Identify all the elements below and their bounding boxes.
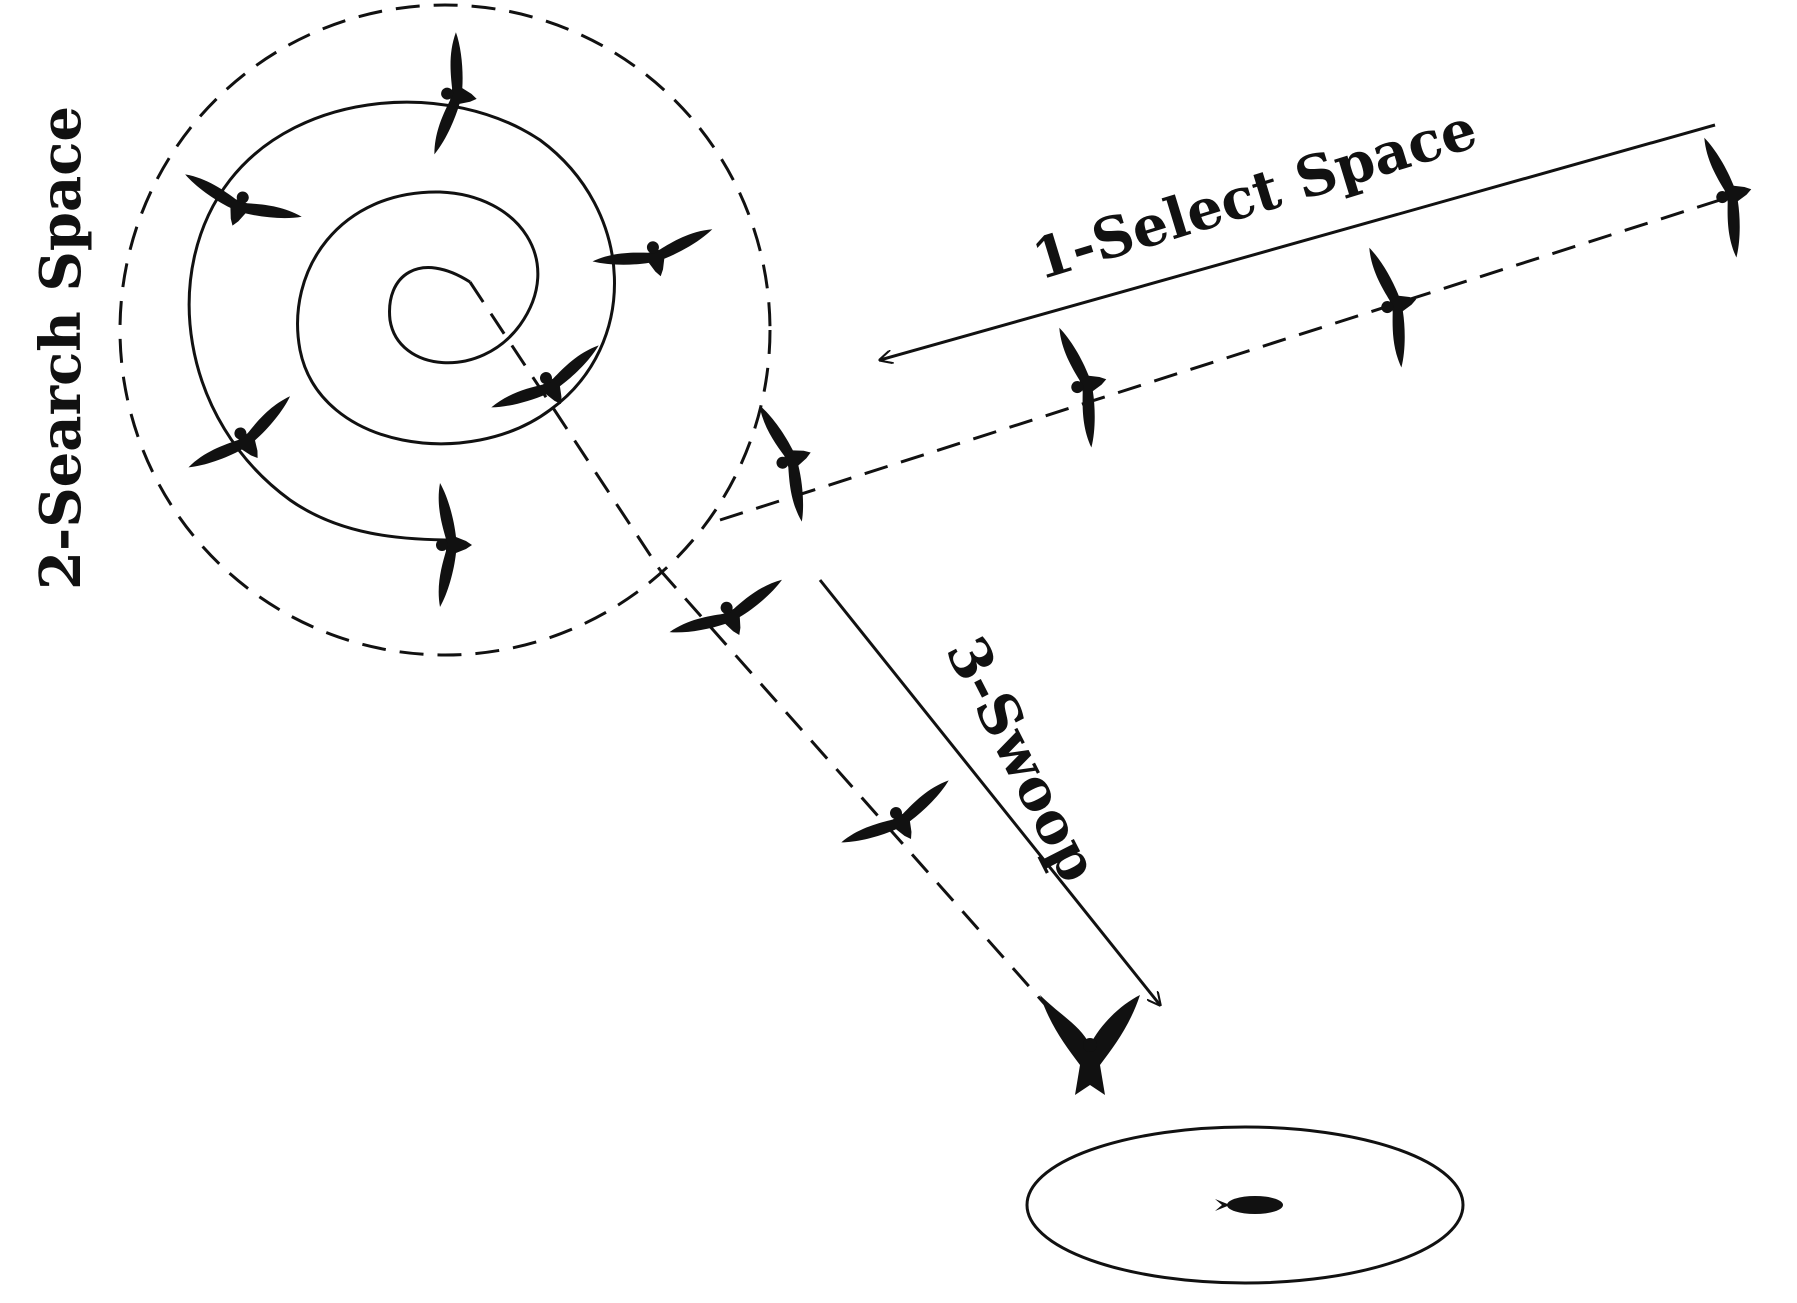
outer-dashed-ring	[118, 3, 772, 657]
spiral-path	[187, 100, 616, 542]
fish-icon	[1215, 1196, 1283, 1214]
spiral-inner-dash	[468, 281, 662, 571]
swoop-path	[658, 569, 1160, 1011]
label-search-space: 2-Search Space	[28, 106, 94, 590]
target-ellipse	[1025, 1125, 1465, 1285]
eagle-silhouette-icon	[1055, 319, 1123, 449]
search-space-rings	[118, 3, 772, 657]
eagle-silhouette-icon	[174, 170, 304, 247]
eagle-silhouette-icon	[186, 392, 309, 494]
target-area	[1025, 1125, 1465, 1285]
eagle-silhouette-icon	[667, 576, 796, 662]
eagle-silhouette-icon	[839, 776, 965, 871]
label-select-space: 1-Select Space	[1025, 96, 1484, 294]
diving-eagle-icon	[1040, 995, 1140, 1095]
eagle-silhouette-icon	[591, 225, 721, 293]
label-swoop: 3-Swoop	[933, 626, 1112, 892]
bird-markers	[174, 31, 1768, 871]
eagle-silhouette-icon	[1365, 239, 1433, 369]
eagle-silhouette-icon	[430, 31, 488, 160]
eagle-silhouette-icon	[1700, 129, 1768, 259]
select-space-path	[719, 123, 1721, 522]
eagle-silhouette-icon	[436, 483, 472, 607]
